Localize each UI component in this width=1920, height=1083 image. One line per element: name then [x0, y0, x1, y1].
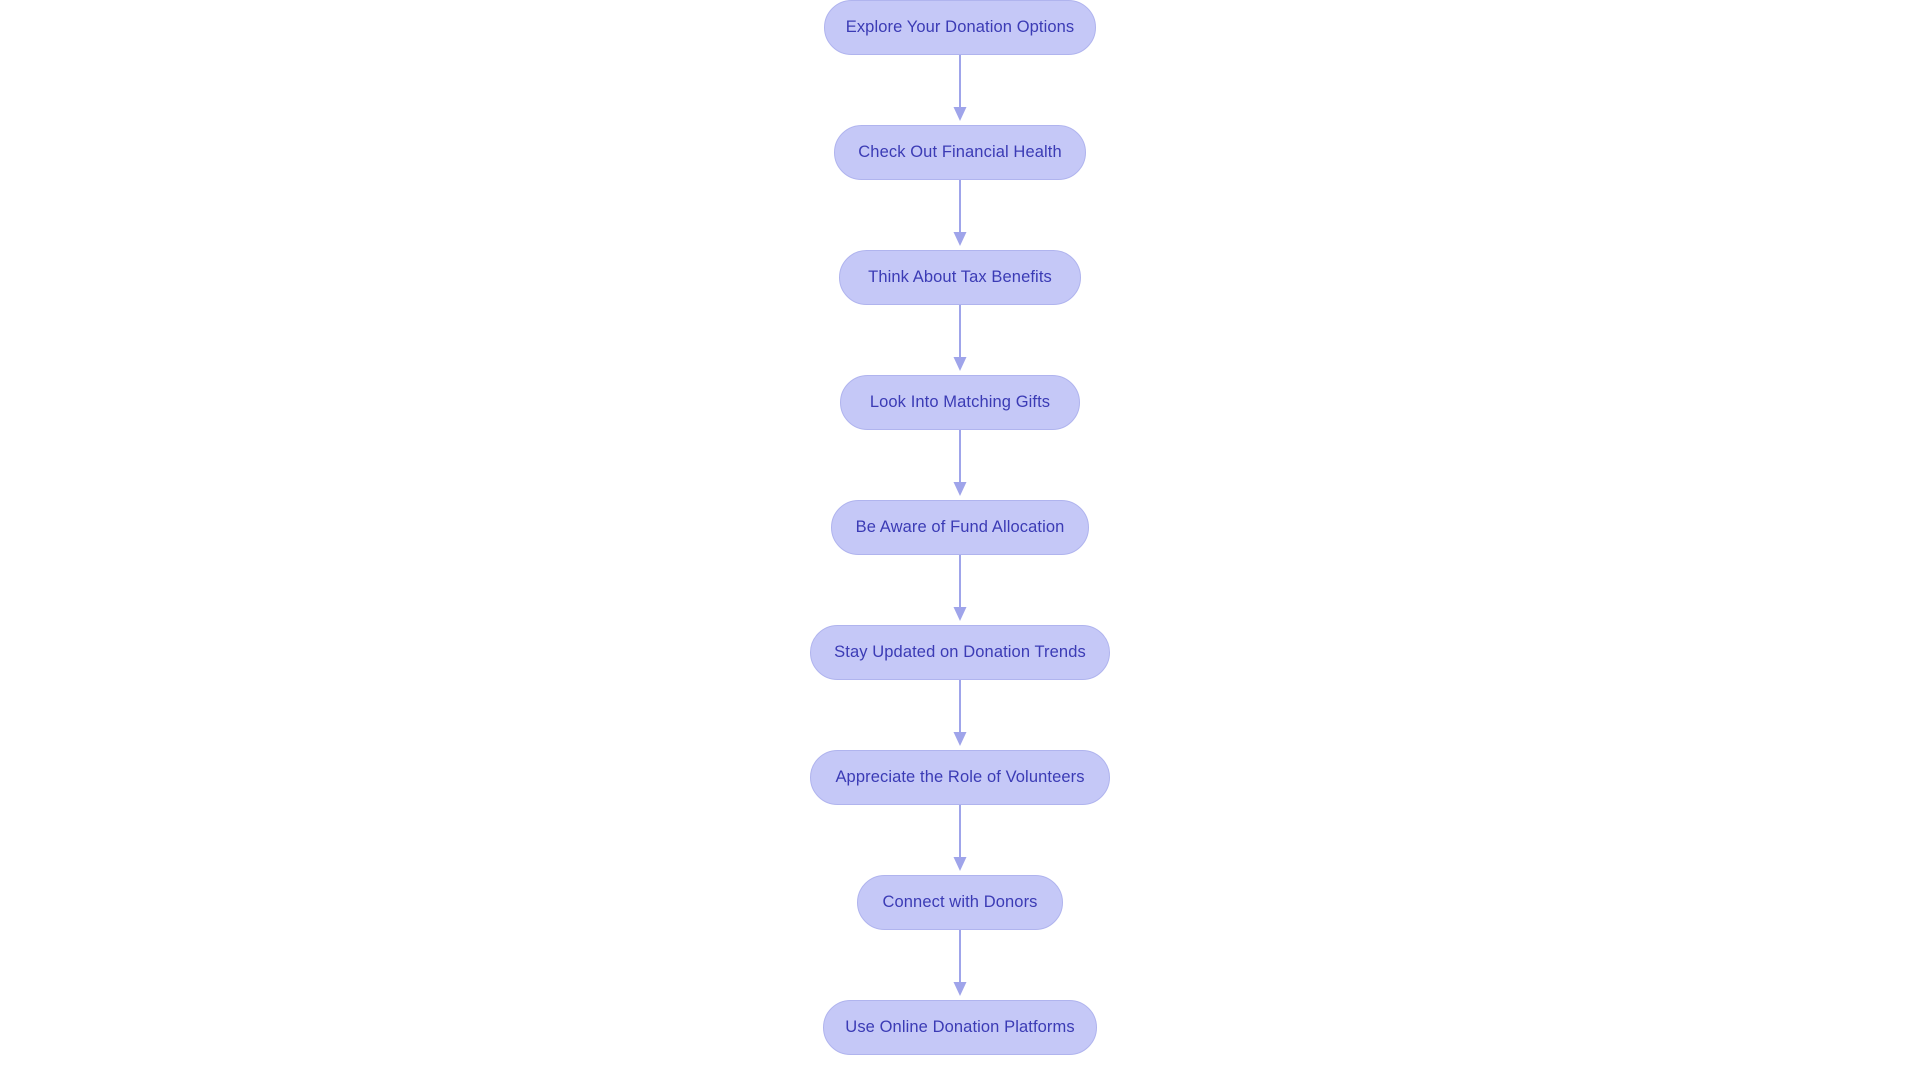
arrow-down-icon: [953, 805, 967, 871]
flow-node-label: Be Aware of Fund Allocation: [855, 518, 1065, 537]
flow-node-use-online-donation-platforms[interactable]: Use Online Donation Platforms: [823, 1000, 1097, 1055]
arrow-down-icon: [953, 180, 967, 246]
flow-step: Look Into Matching Gifts: [840, 375, 1080, 430]
flow-step: Be Aware of Fund Allocation: [831, 500, 1089, 555]
flow-node-label: Connect with Donors: [882, 893, 1038, 912]
flow-node-think-about-tax-benefits[interactable]: Think About Tax Benefits: [839, 250, 1081, 305]
arrow-down-icon: [953, 55, 967, 121]
flow-node-stay-updated-on-donation-trends[interactable]: Stay Updated on Donation Trends: [810, 625, 1110, 680]
flow-step: Connect with Donors: [857, 875, 1063, 930]
arrow-down-icon: [953, 305, 967, 371]
flow-node-label: Use Online Donation Platforms: [845, 1018, 1075, 1037]
flow-step: Explore Your Donation Options: [824, 0, 1096, 55]
arrow-down-icon: [953, 430, 967, 496]
flow-node-label: Appreciate the Role of Volunteers: [835, 768, 1085, 787]
arrow-down-icon: [953, 555, 967, 621]
flow-node-label: Explore Your Donation Options: [845, 18, 1075, 37]
flow-node-check-out-financial-health[interactable]: Check Out Financial Health: [834, 125, 1086, 180]
flow-step: Think About Tax Benefits: [839, 250, 1081, 305]
flow-node-appreciate-the-role-of-volunteers[interactable]: Appreciate the Role of Volunteers: [810, 750, 1110, 805]
flow-node-connect-with-donors[interactable]: Connect with Donors: [857, 875, 1063, 930]
flow-step: Check Out Financial Health: [834, 125, 1086, 180]
flow-node-label: Stay Updated on Donation Trends: [834, 643, 1086, 662]
flow-node-label: Check Out Financial Health: [858, 143, 1062, 162]
arrow-down-icon: [953, 930, 967, 996]
flow-step: Appreciate the Role of Volunteers: [810, 750, 1110, 805]
flow-node-label: Think About Tax Benefits: [868, 268, 1052, 287]
flow-node-label: Look Into Matching Gifts: [869, 393, 1051, 412]
flow-node-look-into-matching-gifts[interactable]: Look Into Matching Gifts: [840, 375, 1080, 430]
flow-step: Stay Updated on Donation Trends: [810, 625, 1110, 680]
flow-node-be-aware-of-fund-allocation[interactable]: Be Aware of Fund Allocation: [831, 500, 1089, 555]
arrow-down-icon: [953, 680, 967, 746]
flow-step: Use Online Donation Platforms: [823, 1000, 1097, 1055]
flow-node-explore-your-donation-options[interactable]: Explore Your Donation Options: [824, 0, 1096, 55]
